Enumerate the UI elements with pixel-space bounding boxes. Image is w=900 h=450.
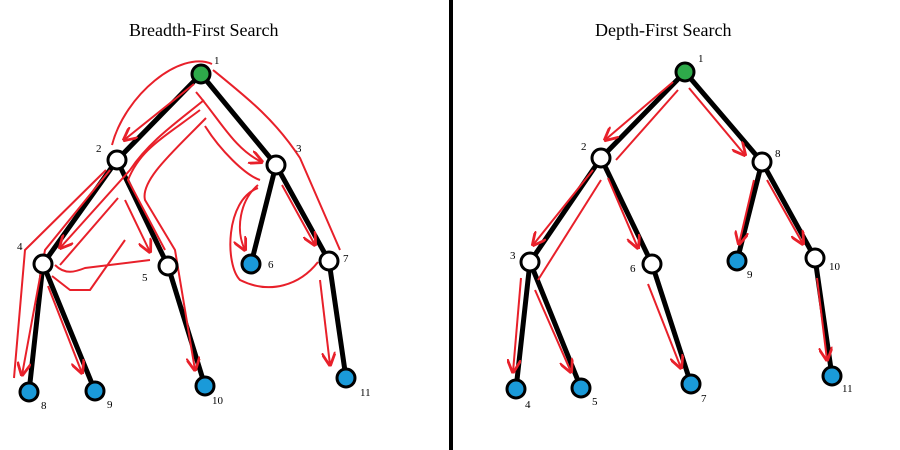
dfs-edge-1-8: [682, 69, 765, 165]
dfs-edge-8-10: [759, 159, 818, 261]
bfs-node-3: [265, 154, 287, 176]
dfs-node-label: 8: [775, 148, 781, 160]
dfs-node-2: [590, 147, 612, 169]
bfs-node-label: 10: [212, 395, 224, 407]
dfs-node-5: [570, 377, 592, 399]
dfs-node-label: 5: [592, 396, 598, 408]
bfs-edge-7-11: [326, 258, 349, 381]
bfs-edge-2-5: [114, 157, 171, 269]
bfs-edge-1-3: [198, 71, 279, 168]
dfs-node-label: 1: [698, 53, 704, 65]
bfs-node-label: 4: [17, 241, 23, 253]
bfs-node-label: 1: [214, 55, 220, 67]
dfs-node-label: 4: [525, 399, 531, 411]
bfs-node-1: [190, 63, 212, 85]
dfs-panel: Depth-First Search: [453, 0, 900, 450]
bfs-node-4: [32, 253, 54, 275]
bfs-panel: Breadth-First Search: [0, 0, 449, 450]
bfs-node-label: 7: [343, 253, 349, 265]
dfs-nodes: [505, 61, 843, 400]
dfs-node-8: [751, 151, 773, 173]
bfs-node-9: [84, 380, 106, 402]
bfs-edge-5-10: [165, 263, 208, 389]
bfs-node-6: [240, 253, 262, 275]
dfs-node-10: [804, 247, 826, 269]
bfs-node-label: 2: [96, 143, 102, 155]
dfs-edge-3-4: [513, 259, 533, 392]
bfs-edges: [26, 71, 349, 395]
bfs-tree: 1 2 3 4 5 6 7 8 9 10 11: [13, 55, 371, 412]
bfs-title: Breadth-First Search: [129, 20, 279, 40]
bfs-node-11: [335, 367, 357, 389]
bfs-node-5: [157, 255, 179, 277]
dfs-edge-6-7: [649, 261, 694, 387]
dfs-node-label: 6: [630, 263, 636, 275]
dfs-edge-2-6: [598, 155, 655, 267]
dfs-edge-1-2: [598, 69, 688, 161]
bfs-node-8: [18, 381, 40, 403]
dfs-traversal-path: [513, 81, 827, 372]
dfs-node-label: 10: [829, 261, 841, 273]
bfs-node-label: 9: [107, 399, 113, 411]
bfs-node-label: 11: [360, 387, 371, 399]
dfs-edges: [513, 69, 835, 392]
bfs-node-7: [318, 250, 340, 272]
dfs-node-label: 3: [510, 250, 516, 262]
bfs-edge-3-6: [248, 162, 279, 267]
bfs-node-label: 8: [41, 400, 47, 412]
dfs-node-9: [726, 250, 748, 272]
bfs-edge-3-7: [273, 162, 332, 264]
bfs-edge-4-9: [40, 261, 98, 394]
dfs-edge-3-5: [527, 259, 584, 391]
dfs-node-label: 9: [747, 269, 753, 281]
dfs-node-4: [505, 378, 527, 400]
bfs-traversal-path: [13, 60, 341, 379]
bfs-node-10: [194, 375, 216, 397]
bfs-node-label: 3: [296, 143, 302, 155]
dfs-node-label: 7: [701, 393, 707, 405]
dfs-node-7: [680, 373, 702, 395]
dfs-node-label: 2: [581, 141, 587, 153]
bfs-edge-4-8: [26, 261, 46, 395]
dfs-node-label: 11: [842, 383, 853, 395]
bfs-node-2: [106, 149, 128, 171]
dfs-node-6: [641, 253, 663, 275]
panel-divider: [449, 0, 453, 450]
dfs-node-3: [519, 251, 541, 273]
bfs-nodes: [18, 63, 357, 403]
bfs-node-label: 6: [268, 259, 274, 271]
dfs-title: Depth-First Search: [595, 20, 732, 40]
bfs-edge-1-2: [114, 71, 204, 163]
dfs-edge-8-9: [734, 159, 765, 264]
dfs-edge-10-11: [812, 255, 835, 379]
bfs-node-label: 5: [142, 272, 148, 284]
dfs-node-11: [821, 365, 843, 387]
dfs-node-1: [674, 61, 696, 83]
dfs-tree: 1 2 8 3 6 9 10 4 5 7 11: [505, 53, 853, 411]
